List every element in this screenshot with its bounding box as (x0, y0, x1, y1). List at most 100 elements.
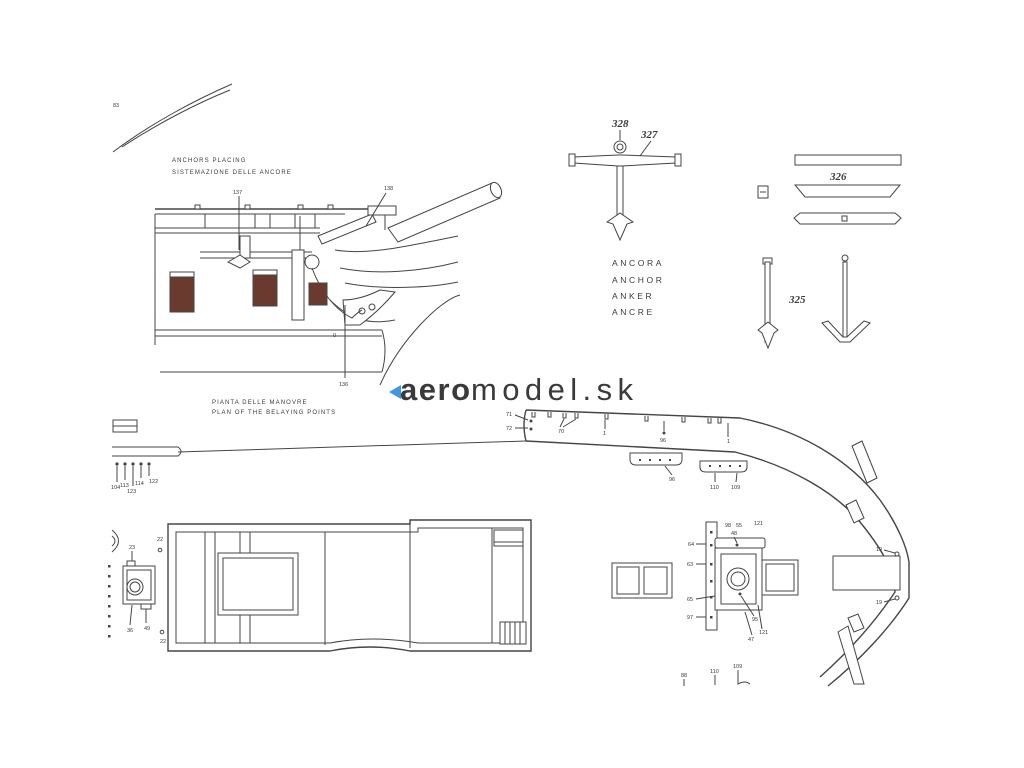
deck-structure (167, 519, 532, 652)
gun-port (308, 282, 328, 306)
cutwater-outline (379, 294, 461, 386)
fore-rail-end (523, 409, 527, 442)
callout-label: 136 (339, 382, 348, 388)
bowsprit (387, 182, 501, 243)
lower-leaders (683, 670, 751, 686)
sheer-line-outer (112, 83, 233, 153)
rail-label: 1 (603, 431, 606, 437)
capstan-side-square-right (643, 566, 668, 595)
hull-sheer-fragment: 83 (112, 83, 233, 153)
pin-label: 122 (149, 479, 158, 485)
capstan-frame-inner (720, 553, 757, 605)
part-number-ring: 328 (611, 118, 629, 130)
bow-label: 19 (876, 547, 882, 553)
belaying-plan-title: PLAN OF THE BELAYING POINTS (212, 410, 336, 416)
lower-label: 109 (733, 664, 742, 670)
anchor-name-english: ANCHOR (612, 275, 664, 285)
pin-label: 123 (127, 489, 136, 495)
rail-pin (529, 419, 533, 423)
callout-leader (365, 192, 387, 227)
part-leader (639, 140, 652, 157)
stock-piece-hole (841, 215, 848, 222)
rail-label: 1 (727, 439, 730, 445)
fore-rail-outer (525, 409, 910, 687)
rail-label: 71 (506, 412, 512, 418)
knighthead-block (367, 205, 397, 216)
anchor-side-flukes (757, 321, 779, 350)
anchor-stock (573, 154, 677, 167)
head-rail-lower (344, 281, 459, 288)
waterline (155, 329, 382, 337)
head-rail-upper (334, 235, 459, 253)
gun-port (252, 269, 278, 307)
capstan-pin (735, 543, 739, 547)
pin-label: 113 (120, 483, 129, 489)
rail-block (699, 460, 748, 473)
logo-arrow-icon (389, 385, 401, 399)
belaying-rail: 104 113 123 114 122 71 72 70 1 96 1 96 (111, 409, 910, 687)
bitts-cleat (126, 560, 136, 567)
capstan-drum-inner (730, 571, 746, 587)
anchor-flukes (605, 212, 635, 242)
gun-port (169, 271, 195, 313)
capstan-right-square-inner (765, 563, 795, 592)
callout-label: 0 (333, 333, 336, 339)
pin-label: 114 (135, 481, 144, 487)
logo-text-light: aero (400, 372, 470, 407)
anchor-front-ring (841, 254, 849, 262)
deck-grating (499, 621, 527, 645)
anchor-front-view: 328 327 (568, 118, 682, 242)
bitts-arc (111, 529, 119, 553)
anchors-placing-title-italian: SISTEMAZIONE DELLE ANCORE (172, 170, 292, 176)
part-number-stock: 327 (640, 129, 658, 141)
gun-port-lid (252, 269, 278, 276)
bitts-pin-column (108, 565, 111, 638)
bowsprit-end (489, 181, 503, 199)
capstan-label: 121 (759, 630, 768, 636)
hawse-hole (358, 307, 366, 315)
stowed-anchor-flukes (226, 254, 251, 269)
rail-post (297, 204, 304, 210)
anchor-shank-hanging (291, 249, 305, 321)
bitts-label: 23 (129, 545, 135, 551)
belaying-pin (131, 462, 135, 466)
stem-curve (381, 329, 386, 373)
anchors-placing-title: ANCHORS PLACING (172, 158, 247, 164)
bow-fittings: 19 19 (832, 440, 901, 685)
callout-label: 137 (233, 190, 242, 196)
bitts-leaders (129, 551, 147, 626)
anchor-name-french: ANCRE (612, 307, 655, 317)
capstan-label: 97 (687, 615, 693, 621)
bow-label: 19 (876, 600, 882, 606)
hawse-hole (368, 303, 376, 311)
stock-piece-top (794, 154, 902, 166)
bitts-drum (126, 578, 144, 596)
stock-pieces: 326 (757, 154, 902, 225)
capstan-assembly: 64 98 55 121 48 63 65 97 95 47 121 (611, 521, 799, 643)
rail-leaders (514, 414, 529, 429)
rail-notches (531, 412, 722, 424)
logo-text-dark: model.sk (471, 372, 634, 407)
rail-pin (662, 431, 666, 435)
gun-port-lid (169, 271, 195, 278)
bulwark-planks (155, 227, 320, 234)
anchor-shank (616, 165, 624, 219)
stock-piece-tapered (793, 184, 902, 198)
capstan-label: 64 (688, 542, 694, 548)
deck-hatch-inner (222, 557, 294, 611)
capstan-side-squares (611, 562, 673, 599)
bow-timber-upper (851, 440, 878, 484)
deck-grating-bars (504, 622, 521, 644)
rail-label: 96 (669, 477, 675, 483)
capstan-pin (738, 592, 742, 596)
bow-timber-lower (837, 625, 865, 685)
bow-eyebolt (894, 551, 900, 557)
deck-step (493, 529, 524, 547)
capstan-right-square (761, 559, 799, 596)
anchor-ring-inner (616, 143, 624, 151)
corner-part-number: 83 (113, 103, 119, 109)
bitts-label: 22 (157, 537, 163, 543)
anchor-side-views: 325 (757, 254, 871, 350)
bow-side-elevation: 137 138 136 0 (154, 181, 503, 388)
